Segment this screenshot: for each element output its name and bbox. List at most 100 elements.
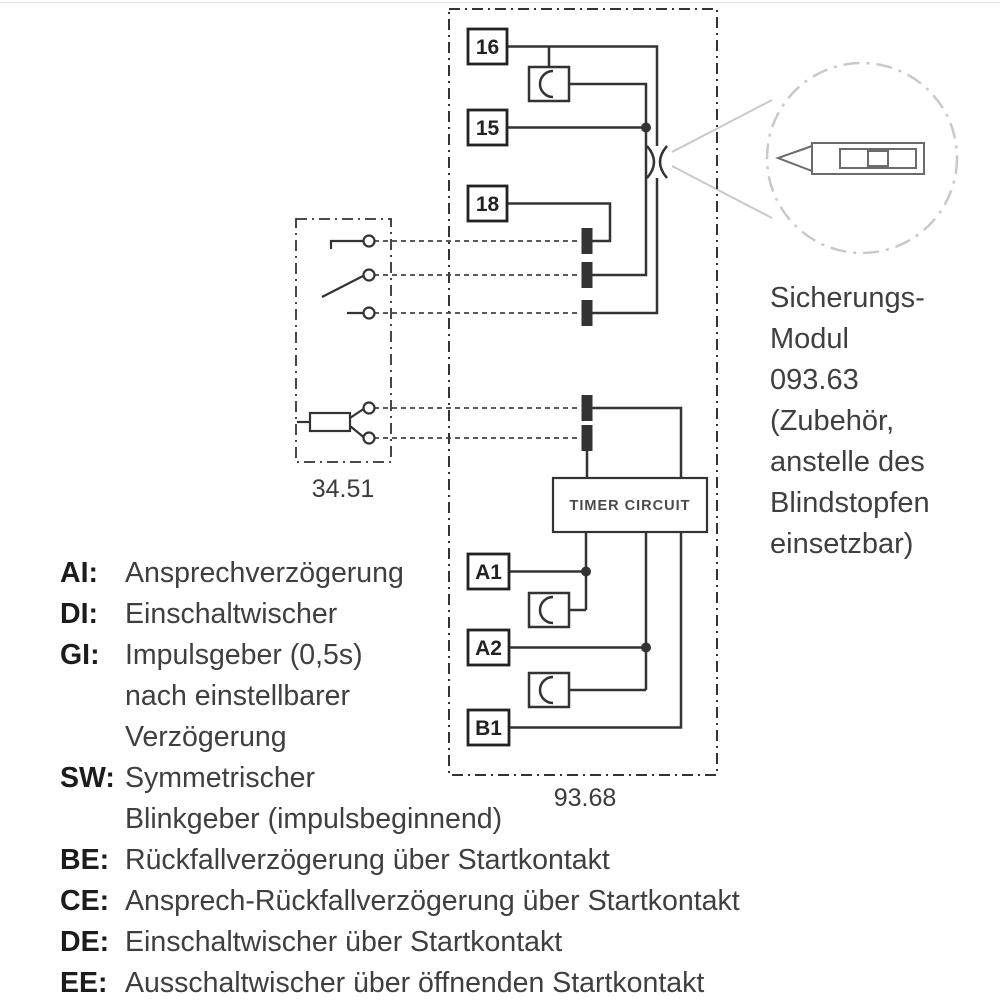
fuse-symbol — [646, 145, 668, 179]
junction-dots — [581, 122, 651, 653]
legend-item-sw: SW: Symmetrischer Blinkgeber (impulsbegi… — [60, 758, 740, 840]
fuse-arc-left — [646, 145, 656, 179]
indicator-arc — [538, 595, 554, 625]
legend-item-ai: AI: Ansprechverzögerung — [60, 553, 740, 594]
indicator-box — [527, 591, 571, 629]
terminal-box-16 — [466, 27, 509, 66]
legend-text: Ansprech-Rückfallverzögerung über Startk… — [125, 881, 740, 922]
terminal-box-a1 — [466, 552, 511, 591]
coil-link — [349, 425, 365, 438]
legend-line: Symmetrischer — [125, 762, 316, 794]
fuse-arc-right — [658, 145, 668, 179]
socket-contact-bar — [581, 228, 593, 254]
legend-abbr: DE: — [60, 926, 110, 958]
legend-abbr: EE: — [60, 967, 108, 999]
legend-line: Rückfallverzögerung über Startkontakt — [125, 844, 610, 876]
contact-point — [362, 431, 376, 445]
socket-contact-bar — [581, 300, 593, 326]
wire-fuse-down — [592, 178, 659, 315]
fuse-note-line: Blindstopfen — [770, 487, 930, 519]
relay-model-label: 34.51 — [312, 475, 375, 503]
indicator-box — [527, 671, 571, 709]
contact-point — [362, 306, 376, 320]
junction-dot — [581, 566, 591, 577]
legend-abbr: DI: — [60, 598, 98, 630]
terminal-label-b1: B1 — [475, 717, 502, 740]
wire-16 — [507, 45, 659, 146]
terminal-boxes — [466, 27, 511, 747]
legend-line: Ausschaltwischer über öffnenden Startkon… — [125, 967, 705, 999]
legend-text: Ansprechverzögerung — [125, 553, 404, 594]
legend-item-di: DI: Einschaltwischer — [60, 594, 740, 635]
terminal-label-15: 15 — [476, 117, 500, 140]
terminal-label-a2: A2 — [475, 637, 502, 660]
terminal-label-18: 18 — [476, 193, 500, 216]
function-legend: AI: Ansprechverzögerung DI: Einschaltwis… — [60, 553, 740, 1000]
relay-outline-34-51 — [295, 218, 392, 463]
legend-item-ce: CE: Ansprech-Rückfallverzögerung über St… — [60, 881, 740, 922]
terminal-label-16: 16 — [476, 36, 499, 59]
indicator-arc — [538, 69, 554, 99]
contact-blade — [321, 275, 364, 298]
fuse-module-callout — [671, 61, 959, 255]
fuse-module-inner — [839, 148, 917, 169]
fuse-module-window — [867, 150, 889, 167]
legend-line: nach einstellbarer — [125, 680, 350, 712]
coil-link — [349, 408, 365, 419]
legend-text: Ausschaltwischer über öffnenden Startkon… — [125, 963, 704, 1000]
callout-circle — [765, 61, 959, 255]
fuse-note-line: einsetzbar) — [770, 528, 914, 560]
socket-outline-93-68 — [448, 8, 718, 776]
timer-circuit-label: TIMER CIRCUIT — [570, 498, 691, 514]
relay-coil-box — [308, 411, 352, 433]
fuse-module-body — [811, 142, 925, 175]
contact-point — [362, 234, 376, 248]
socket-contact-bar — [581, 262, 593, 288]
contact-point — [362, 268, 376, 282]
legend-item-ee: EE: Ausschaltwischer über öffnenden Star… — [60, 963, 740, 1000]
fuse-note-line: 093.63 — [770, 364, 859, 396]
fuse-note-line: anstelle des — [770, 446, 925, 478]
fuse-note-line: (Zubehör, — [770, 405, 895, 437]
callout-leader-line — [671, 99, 773, 153]
terminal-box-15 — [466, 108, 509, 147]
terminal-box-b1 — [466, 708, 511, 747]
junction-dot — [641, 122, 651, 133]
wire-indicator-right — [569, 82, 648, 277]
fuse-module-drawing — [775, 142, 925, 175]
timer-circuit-box — [551, 476, 709, 534]
fuse-note-line: Sicherungs- — [770, 282, 925, 314]
relay-contacts — [297, 234, 376, 445]
fuse-note-line: Modul — [770, 323, 849, 355]
legend-abbr: AI: — [60, 557, 98, 589]
legend-line: Impulsgeber (0,5s) — [125, 639, 363, 671]
fuse-module-blade — [775, 145, 813, 172]
legend-text: Einschaltwischer — [125, 594, 337, 635]
legend-abbr: CE: — [60, 885, 110, 917]
legend-text: Impulsgeber (0,5s) nach einstellbarer Ve… — [125, 635, 363, 758]
legend-line: Ansprech-Rückfallverzögerung über Startk… — [125, 885, 740, 917]
legend-item-de: DE: Einschaltwischer über Startkontakt — [60, 922, 740, 963]
indicator-box — [527, 65, 571, 103]
callout-leader-line — [671, 165, 773, 219]
legend-abbr: SW: — [60, 762, 115, 794]
wires — [507, 45, 683, 729]
top-divider — [0, 2, 1000, 3]
indicator-symbols — [527, 65, 571, 709]
socket-contact-bar — [581, 425, 593, 451]
contact-feed-line — [329, 239, 364, 249]
legend-line: Einschaltwischer — [125, 598, 338, 630]
legend-text: Symmetrischer Blinkgeber (impulsbeginnen… — [125, 758, 502, 840]
socket-contact-bar — [581, 395, 593, 421]
socket-model-label: 93.68 — [554, 784, 617, 812]
legend-text: Einschaltwischer über Startkontakt — [125, 922, 562, 963]
legend-abbr: GI: — [60, 639, 100, 671]
legend-text: Rückfallverzögerung über Startkontakt — [125, 840, 610, 881]
legend-abbr: BE: — [60, 844, 110, 876]
plugin-dashed-links — [374, 240, 581, 439]
terminal-label-a1: A1 — [475, 561, 502, 584]
legend-line: Ansprechverzögerung — [125, 557, 404, 589]
legend-item-be: BE: Rückfallverzögerung über Startkontak… — [60, 840, 740, 881]
